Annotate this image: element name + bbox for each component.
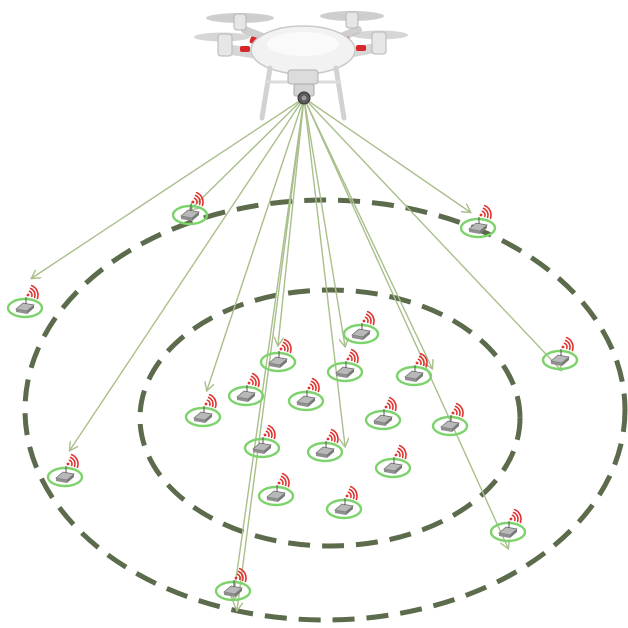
- wifi-signal-icon: [345, 485, 358, 501]
- wifi-signal-icon: [415, 352, 428, 368]
- sensor-node-icon: [325, 485, 363, 520]
- wifi-signal-icon: [26, 284, 39, 300]
- wifi-signal-icon: [204, 393, 217, 409]
- sensor-node-icon: [342, 310, 380, 345]
- uplink-arrow: [303, 97, 561, 370]
- sensor-node-icon: [326, 348, 364, 383]
- uplink-arrow: [303, 97, 345, 446]
- wifi-signal-icon: [307, 377, 320, 393]
- wifi-signal-icon: [234, 567, 247, 583]
- sensor-node-icon: [259, 338, 297, 373]
- uplink-arrow: [303, 97, 470, 212]
- uplink-arrow: [190, 97, 305, 210]
- sensor-layer: [6, 191, 579, 602]
- wifi-signal-icon: [191, 191, 204, 207]
- uplink-arrow: [207, 97, 305, 390]
- sensor-node-icon: [6, 284, 44, 319]
- sensor-node-icon: [287, 377, 325, 412]
- wifi-signal-icon: [279, 338, 292, 354]
- sensor-node-icon: [306, 428, 344, 463]
- wifi-signal-icon: [247, 372, 260, 388]
- uplink-arrow: [32, 97, 305, 278]
- wifi-signal-icon: [263, 424, 276, 440]
- wifi-signal-icon: [384, 396, 397, 412]
- uplink-arrow: [278, 97, 305, 345]
- wifi-signal-icon: [66, 453, 79, 469]
- sensor-node-icon: [243, 424, 281, 459]
- sensor-node-icon: [214, 567, 252, 602]
- wifi-signal-icon: [326, 428, 339, 444]
- wifi-signal-icon: [346, 348, 359, 364]
- uplink-arrow: [303, 97, 345, 346]
- sensor-node-icon: [489, 508, 527, 543]
- inner-coverage-zone: [137, 287, 523, 549]
- sensor-node-icon: [257, 472, 295, 507]
- wifi-signal-icon: [479, 204, 492, 220]
- sensor-node-icon: [171, 191, 209, 226]
- uplink-arrow: [303, 97, 508, 548]
- link-layer: [32, 97, 561, 610]
- sensor-node-icon: [431, 402, 469, 437]
- sensor-node-icon: [227, 372, 265, 407]
- wifi-signal-icon: [277, 472, 290, 488]
- outer-coverage-zone: [22, 197, 628, 623]
- uplink-arrow: [70, 97, 305, 450]
- sensor-node-icon: [374, 444, 412, 479]
- sensor-node-icon: [459, 204, 497, 239]
- uplink-arrow: [303, 97, 432, 368]
- wifi-signal-icon: [362, 310, 375, 326]
- sensor-node-icon: [46, 453, 84, 488]
- wifi-signal-icon: [451, 402, 464, 418]
- sensor-node-icon: [541, 336, 579, 371]
- sensor-node-icon: [184, 393, 222, 428]
- wifi-signal-icon: [561, 336, 574, 352]
- wifi-signal-icon: [509, 508, 522, 524]
- uplink-arrow: [233, 97, 305, 600]
- drone-icon: [194, 11, 408, 121]
- wifi-signal-icon: [394, 444, 407, 460]
- sensor-node-icon: [395, 352, 433, 387]
- sensor-node-icon: [364, 396, 402, 431]
